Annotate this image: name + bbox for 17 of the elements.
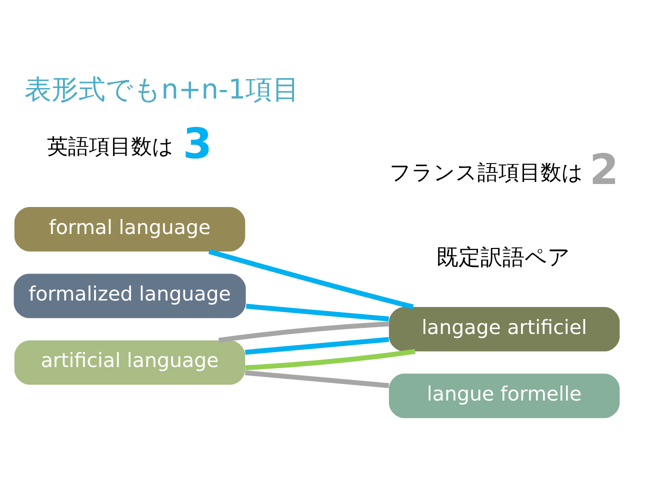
node-box: formal language: [14, 207, 246, 252]
label: 2: [589, 144, 619, 194]
node-box: formalized language: [14, 274, 246, 318]
connector: [218, 321, 389, 343]
label: 既定訳語ペア: [436, 244, 570, 270]
connector: [244, 370, 390, 388]
label: フランス語項目数は: [390, 160, 584, 184]
node-box: artificial language: [14, 340, 246, 385]
connector: [245, 349, 416, 370]
connector: [244, 337, 390, 355]
node-box: langage artificiel: [388, 307, 620, 352]
label: 3: [182, 118, 212, 168]
diagram-title: 表形式でもn+n-1項目: [24, 74, 300, 106]
label: 英語項目数は: [47, 134, 174, 158]
connector: [208, 249, 414, 310]
node-box: langue formelle: [388, 374, 620, 418]
connector: [246, 304, 389, 322]
